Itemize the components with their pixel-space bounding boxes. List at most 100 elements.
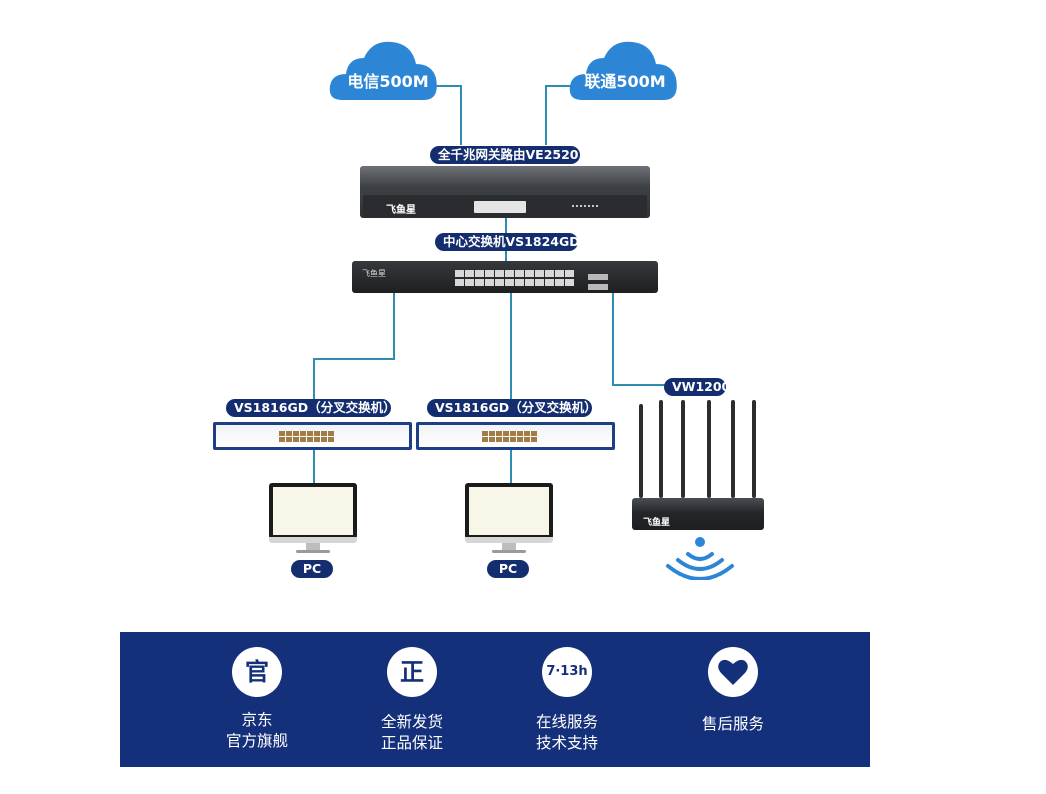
port: [314, 431, 320, 436]
port: [555, 270, 564, 277]
antenna-2: [681, 400, 685, 498]
port: [517, 431, 523, 436]
port: [475, 270, 484, 277]
official-line-2: 官方旗舰: [225, 732, 288, 750]
port: [524, 431, 530, 436]
port: [515, 270, 524, 277]
port: [517, 437, 523, 442]
link-switch-branch2: [510, 293, 512, 400]
service-hours-badge-text: 7·13h: [546, 664, 588, 679]
link-unicom-h: [545, 85, 580, 87]
genuine-line-1: 全新发货: [380, 713, 443, 731]
heart-icon: [708, 647, 758, 697]
cloud-unicom-label: 联通500M: [584, 72, 666, 91]
port: [307, 431, 313, 436]
branch-switch-2: [416, 422, 615, 450]
port: [496, 431, 502, 436]
port: [286, 431, 292, 436]
online-line-2: 技术支持: [535, 734, 598, 752]
port: [475, 279, 484, 286]
port: [465, 279, 474, 286]
official-store-icon: 官: [232, 647, 282, 697]
antenna-1: [659, 400, 663, 498]
genuine-line-2: 正品保证: [380, 734, 443, 752]
port: [510, 431, 516, 436]
port: [525, 270, 534, 277]
pc-2-base: [492, 550, 526, 553]
pc-2-label: PC: [487, 560, 529, 578]
cloud-telecom-icon: [329, 41, 437, 100]
port: [328, 431, 334, 436]
pc-1-base: [296, 550, 330, 553]
official-badge-text: 官: [245, 658, 269, 686]
port: [455, 279, 464, 286]
link-switch-branch1-v1: [393, 293, 395, 359]
pc-2-screen: [469, 487, 549, 535]
pc-1-screen: [273, 487, 353, 535]
port: [495, 279, 504, 286]
port: [524, 437, 530, 442]
core-switch-brand: 飞鱼星: [362, 269, 386, 278]
branch-switch-1-label: VS1816GD（分叉交换机）: [226, 399, 396, 417]
pc-2-chin: [465, 537, 553, 543]
port: [300, 437, 306, 442]
branch-switch-2-ports: [482, 431, 537, 442]
port: [489, 437, 495, 442]
port: [482, 437, 488, 442]
port: [555, 279, 564, 286]
port: [485, 270, 494, 277]
port: [535, 279, 544, 286]
link-branch1-pc: [313, 449, 315, 485]
port: [455, 270, 464, 277]
port: [505, 270, 514, 277]
link-switch-wifi-h: [612, 384, 667, 386]
pc-1-monitor: [269, 483, 357, 539]
port: [321, 437, 327, 442]
pc-2-stand: [502, 543, 516, 551]
service-banner: 官 京东 官方旗舰 正 全新发货 正品保证 7·13h 在线服务 技术支持 售后…: [120, 632, 870, 767]
pc-1-label: PC: [291, 560, 333, 578]
antenna-5: [752, 400, 756, 498]
service-hours-icon: 7·13h: [542, 647, 592, 697]
official-line-1: 京东: [241, 711, 273, 729]
heart-shape: [718, 659, 748, 685]
link-telecom-v: [460, 85, 462, 145]
wifi-router: [632, 498, 764, 530]
core-switch-label: 中心交换机VS1824GD: [435, 233, 580, 251]
genuine-badge-text: 正: [400, 658, 424, 686]
antenna-3: [707, 400, 711, 498]
core-switch-sfp-1: [588, 274, 608, 280]
link-switch-branch1-h: [313, 358, 395, 360]
port: [535, 270, 544, 277]
port: [565, 270, 574, 277]
port: [495, 270, 504, 277]
port: [328, 437, 334, 442]
port: [293, 431, 299, 436]
port: [505, 279, 514, 286]
genuine-product-icon: 正: [387, 647, 437, 697]
link-unicom-v: [545, 85, 547, 145]
port: [279, 437, 285, 442]
port: [545, 279, 554, 286]
pc-1-chin: [269, 537, 357, 543]
link-switch-branch1-v2: [313, 358, 315, 400]
pc-2-monitor: [465, 483, 553, 539]
port: [465, 270, 474, 277]
link-telecom-h: [430, 85, 462, 87]
gateway-ports: [474, 201, 526, 213]
cloud-unicom-icon: [569, 41, 677, 100]
port: [314, 437, 320, 442]
gateway-brand: 飞鱼星: [386, 205, 416, 216]
port: [515, 279, 524, 286]
port: [307, 437, 313, 442]
port: [525, 279, 534, 286]
branch-switch-2-label: VS1816GD（分叉交换机）: [427, 399, 597, 417]
antenna-4: [731, 400, 735, 498]
wifi-brand: 飞鱼星: [643, 518, 671, 528]
port: [286, 437, 292, 442]
port: [545, 270, 554, 277]
port: [496, 437, 502, 442]
gateway-leds: [572, 205, 598, 212]
port: [531, 437, 537, 442]
port: [503, 437, 509, 442]
